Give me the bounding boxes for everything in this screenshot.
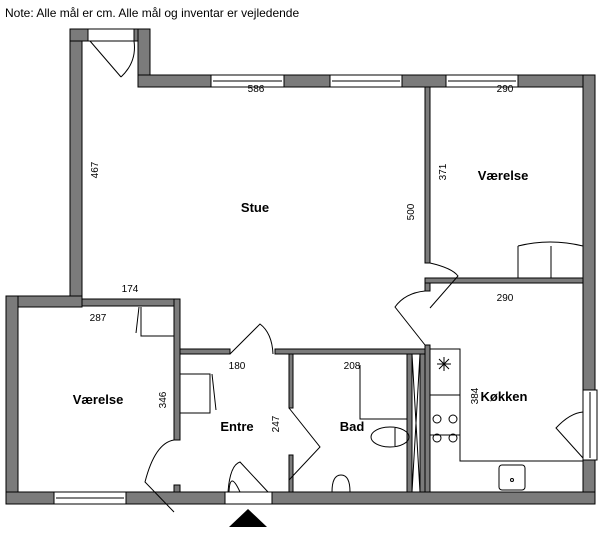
room-label-stue: Stue xyxy=(241,200,269,215)
dim-stue-bottom: 174 xyxy=(122,284,139,295)
dim-vaerelse-left-width: 287 xyxy=(90,313,107,324)
dim-stue-right: 500 xyxy=(406,203,417,220)
entrance-arrow-icon xyxy=(229,509,267,527)
dim-stue-width: 586 xyxy=(248,84,265,95)
room-label-kokken: Køkken xyxy=(481,389,528,404)
room-label-bad: Bad xyxy=(340,419,365,434)
dim-entre-width: 180 xyxy=(229,361,246,372)
dim-vaerelse-top-width: 290 xyxy=(497,84,514,95)
dim-stue-left: 467 xyxy=(90,161,101,178)
room-label-entre: Entre xyxy=(220,419,253,434)
dim-entre-height: 247 xyxy=(271,415,282,432)
walls xyxy=(5,28,596,505)
dim-vaerelse-left-height: 346 xyxy=(158,391,169,408)
dim-kokken-height: 384 xyxy=(470,387,481,404)
dim-bad-width: 208 xyxy=(344,361,361,372)
windows xyxy=(53,28,598,505)
plan-note: Note: Alle mål er cm. Alle mål og invent… xyxy=(5,6,300,20)
dim-vaerelse-top-height: 371 xyxy=(438,163,449,180)
doors xyxy=(89,40,584,513)
dim-kokken-width: 290 xyxy=(497,293,514,304)
room-label-vaerelse-top: Værelse xyxy=(478,168,529,183)
room-label-vaerelse-left: Værelse xyxy=(73,392,124,407)
furniture xyxy=(135,241,584,493)
